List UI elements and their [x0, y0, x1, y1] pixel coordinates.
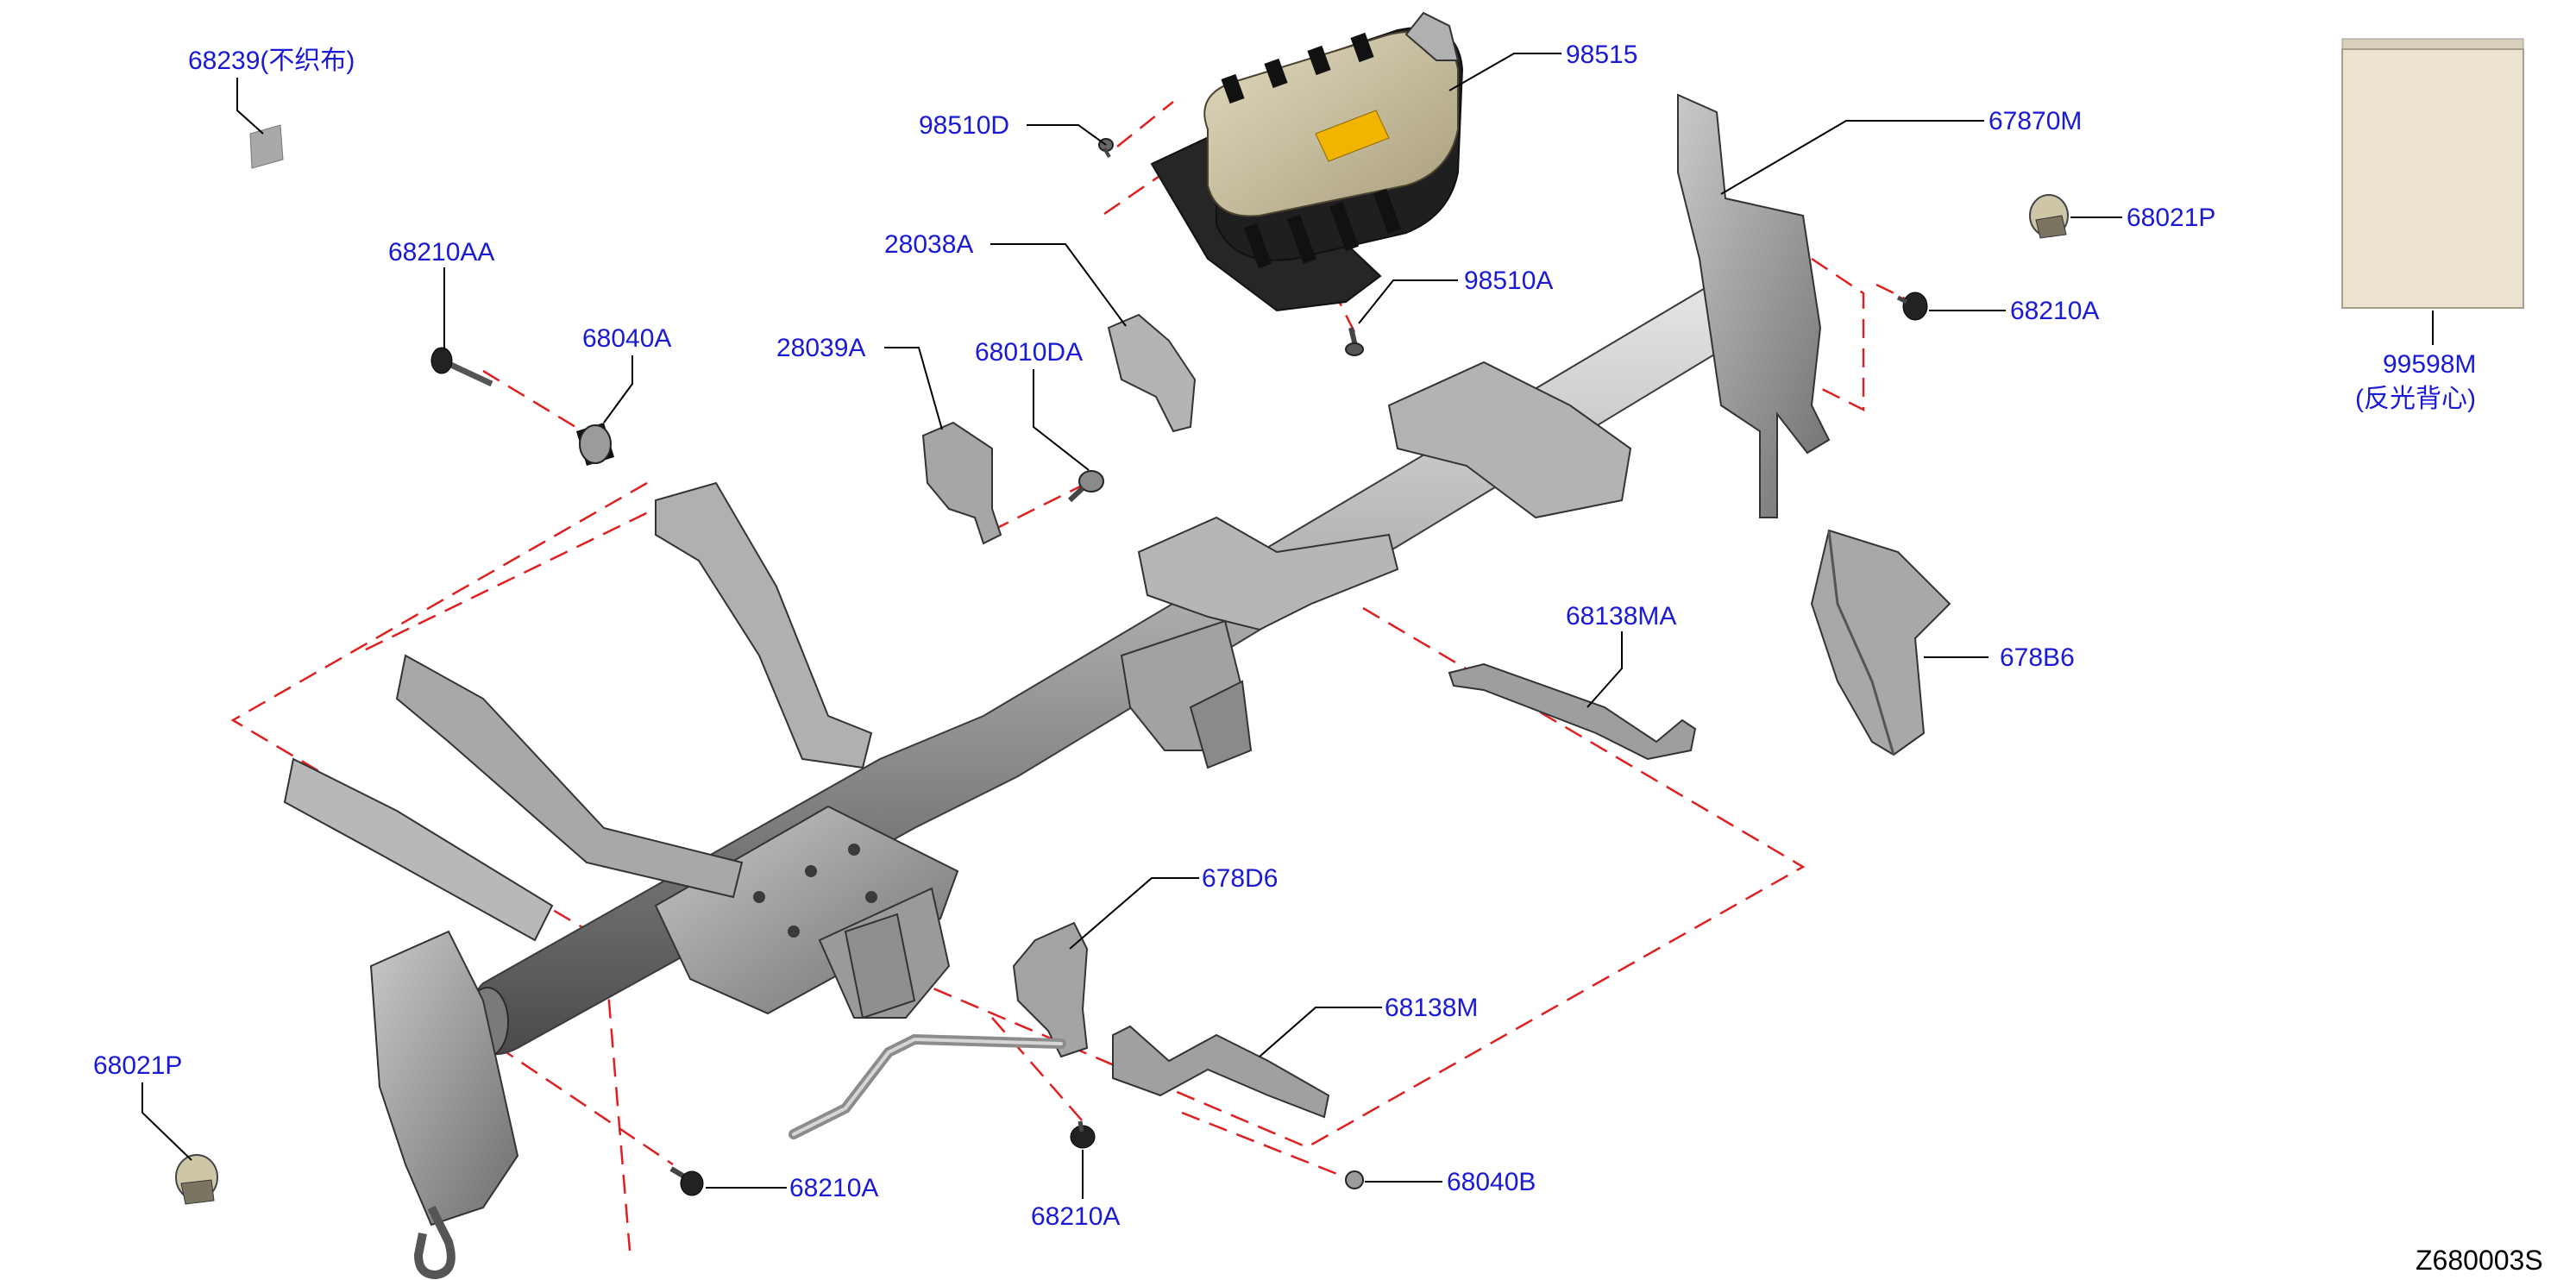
part-68210A-bottom-left-bolt: [669, 1166, 704, 1196]
leader-678D6: [1069, 877, 1199, 950]
label-99598M: 99598M: [2383, 350, 2476, 379]
airbag-cover: [1203, 30, 1459, 217]
part-99598M-vest-package: [2341, 38, 2524, 309]
center-vertical-bracket: [844, 913, 916, 1020]
part-98515-airbag: [1150, 11, 1464, 312]
label-68138MA: 68138MA: [1566, 602, 1676, 631]
label-98515: 98515: [1566, 41, 1637, 69]
label-678B6: 678B6: [2000, 643, 2075, 672]
part-68210A-bottom-center-bolt: [1070, 1120, 1096, 1149]
label-68010DA: 68010DA: [975, 338, 1083, 367]
steering-plate: [654, 805, 959, 1015]
right-mid-bracket: [1387, 361, 1632, 519]
part-28039A: [921, 421, 1002, 545]
airbag-ribs: [1221, 32, 1402, 269]
part-98510A-bolt: [1345, 327, 1364, 356]
label-68021P-bottom: 68021P: [93, 1051, 182, 1080]
label-68239: 68239(不织布): [188, 47, 355, 75]
leader-68021P-bottom: [141, 1082, 192, 1161]
center-upper-bracket: [1137, 516, 1399, 631]
label-68210A-right: 68210A: [2010, 297, 2099, 325]
label-68210AA: 68210AA: [388, 238, 494, 267]
steering-plate-holes: [753, 844, 877, 938]
label-68040A: 68040A: [582, 324, 671, 353]
label-98510D: 98510D: [919, 111, 1009, 140]
part-rod-highlight: [792, 1037, 1063, 1136]
airbag-mount-tab: [1404, 11, 1460, 61]
label-99598M-sub: (反光背心): [2355, 385, 2476, 413]
part-68040B-clip: [1345, 1170, 1364, 1189]
dash-68210A-right: [1802, 257, 1865, 412]
dash-right-envelope: [819, 606, 1806, 1149]
label-68040B: 68040B: [1447, 1168, 1536, 1196]
center-bracket-plate: [1189, 680, 1253, 769]
leader-68138MA: [1586, 631, 1623, 708]
leader-68239: [236, 78, 264, 135]
leader-68138M: [1259, 1007, 1382, 1057]
dash-left-inner: [361, 499, 674, 653]
cross-car-beam: [283, 268, 1780, 1280]
label-68138M: 68138M: [1385, 994, 1478, 1022]
label-28038A: 28038A: [884, 230, 973, 259]
left-upper-arm: [283, 757, 554, 942]
label-68210A-bottom-center: 68210A: [1031, 1202, 1120, 1231]
label-68021P-top: 68021P: [2127, 204, 2215, 232]
part-28038A: [1107, 313, 1197, 433]
part-labels: 68239(不织布) 98515 98510D 67870M 68021P 68…: [93, 41, 2476, 1231]
part-68210AA-bolt: [430, 347, 493, 387]
dash-68010DA: [991, 481, 1088, 532]
part-67870M: [1677, 93, 1831, 518]
leader-67870M: [1720, 120, 1984, 195]
leader-28038A: [990, 243, 1127, 327]
part-678B6-edge: [1827, 530, 1895, 756]
part-rod: [789, 1033, 1066, 1139]
part-678D6: [1012, 921, 1089, 1058]
dash-68210A-bottom-center: [991, 1017, 1084, 1122]
part-68021P-bottom-clip: [175, 1154, 218, 1205]
part-68138MA: [1448, 662, 1697, 761]
label-98510A: 98510A: [1464, 267, 1553, 295]
left-hook: [413, 1205, 456, 1280]
dash-98510D: [1116, 101, 1174, 147]
left-side-bracket: [369, 930, 519, 1227]
leader-98510D: [1027, 124, 1107, 146]
leader-68010DA: [1033, 369, 1090, 471]
part-678B6: [1810, 529, 1951, 756]
part-68040A-clip: [576, 423, 614, 466]
part-68138M: [1112, 1025, 1330, 1119]
leader-lines: [141, 53, 2434, 1199]
dash-68040B: [1181, 1111, 1347, 1179]
leader-98510A: [1358, 279, 1458, 324]
dash-98510D-b: [1103, 171, 1165, 216]
label-68210A-bottom-left: 68210A: [789, 1174, 878, 1202]
label-678D6: 678D6: [1202, 864, 1278, 893]
leader-28039A: [884, 347, 943, 430]
part-68239-pad: [249, 124, 284, 169]
left-mid-arm: [395, 654, 744, 899]
label-67870M: 67870M: [1989, 107, 2082, 135]
part-68210A-right-bolt: [1896, 292, 1928, 321]
diagram-code: Z680003S: [2416, 1245, 2543, 1276]
label-28039A: 28039A: [776, 334, 865, 362]
leader-98515: [1448, 53, 1561, 91]
leader-68040A: [603, 355, 633, 424]
part-68010DA-screw: [1067, 470, 1104, 503]
airbag-warning-tag: [1315, 110, 1390, 162]
left-back-arm: [655, 481, 873, 769]
part-68021P-top-clip: [2029, 194, 2069, 239]
